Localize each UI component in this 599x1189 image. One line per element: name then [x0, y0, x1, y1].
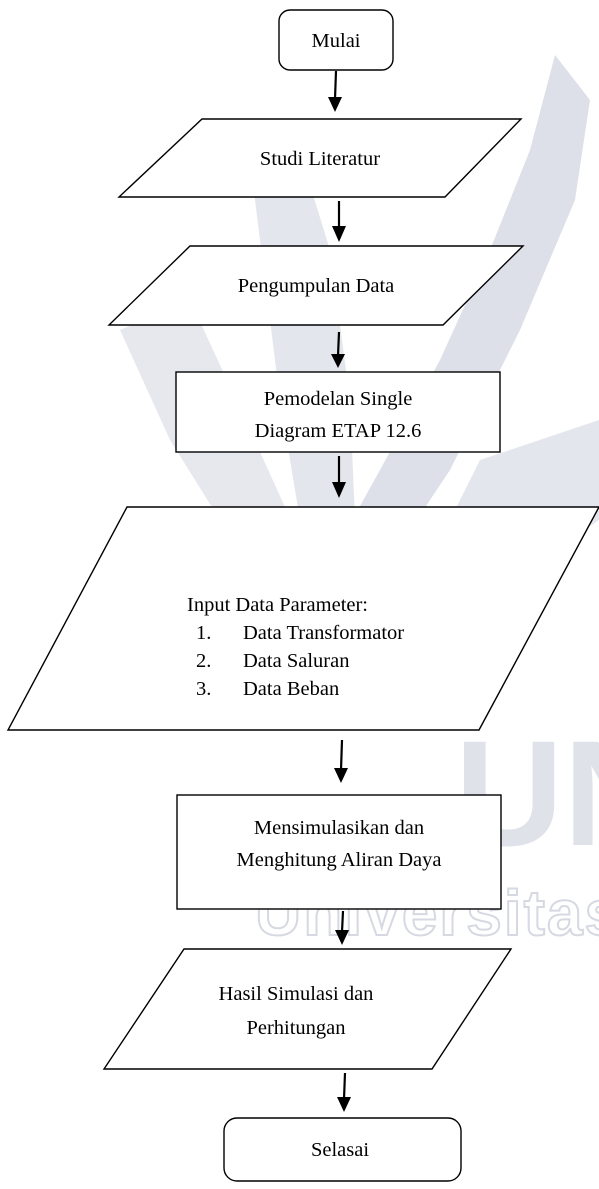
arrow-simulation-to-result [335, 910, 349, 945]
modeling-label-line2: Diagram ETAP 12.6 [255, 420, 422, 442]
result-label-line2: Perhitungan [246, 1017, 345, 1039]
data-collection-box: Pengumpulan Data [107, 245, 525, 326]
data-collection-label: Pengumpulan Data [238, 275, 395, 297]
input-item-text: Data Transformator [243, 622, 404, 644]
input-parameter-list: 1. Data Transformator 2. Data Saluran 3.… [196, 622, 404, 700]
result-box: Hasil Simulasi dan Perhitungan [102, 948, 513, 1070]
simulation-label-line2: Menghitung Aliran Daya [237, 849, 442, 871]
simulation-label-line1: Mensimulasikan dan [254, 817, 424, 839]
start-terminator: Mulai [278, 9, 394, 71]
arrow-start-to-literature [328, 70, 342, 112]
result-label-line1: Hasil Simulasi dan [219, 983, 374, 1005]
modeling-label-line1: Pemodelan Single [264, 388, 413, 410]
input-item-number: 1. [196, 622, 211, 644]
end-terminator: Selasai [223, 1117, 462, 1182]
arrow-collection-to-modeling [331, 331, 345, 368]
arrow-literature-to-collection [332, 201, 346, 242]
input-item-number: 3. [196, 678, 211, 700]
input-item-text: Data Beban [243, 678, 339, 700]
literature-study-box: Studi Literatur [117, 118, 523, 198]
arrow-result-to-end [337, 1072, 351, 1112]
arrow-modeling-to-input [332, 456, 346, 498]
simulation-box: Mensimulasikan dan Menghitung Aliran Day… [176, 794, 502, 910]
modeling-box: Pemodelan Single Diagram ETAP 12.6 [175, 371, 501, 453]
literature-study-label: Studi Literatur [260, 148, 380, 170]
input-item-text: Data Saluran [243, 650, 349, 672]
start-label: Mulai [312, 30, 361, 52]
input-item-number: 2. [196, 650, 211, 672]
input-parameter-box: Input Data Parameter: 1. Data Transforma… [6, 506, 599, 731]
end-label: Selasai [311, 1139, 369, 1161]
arrow-input-to-simulation [334, 739, 348, 783]
input-parameter-title: Input Data Parameter: [187, 594, 368, 616]
